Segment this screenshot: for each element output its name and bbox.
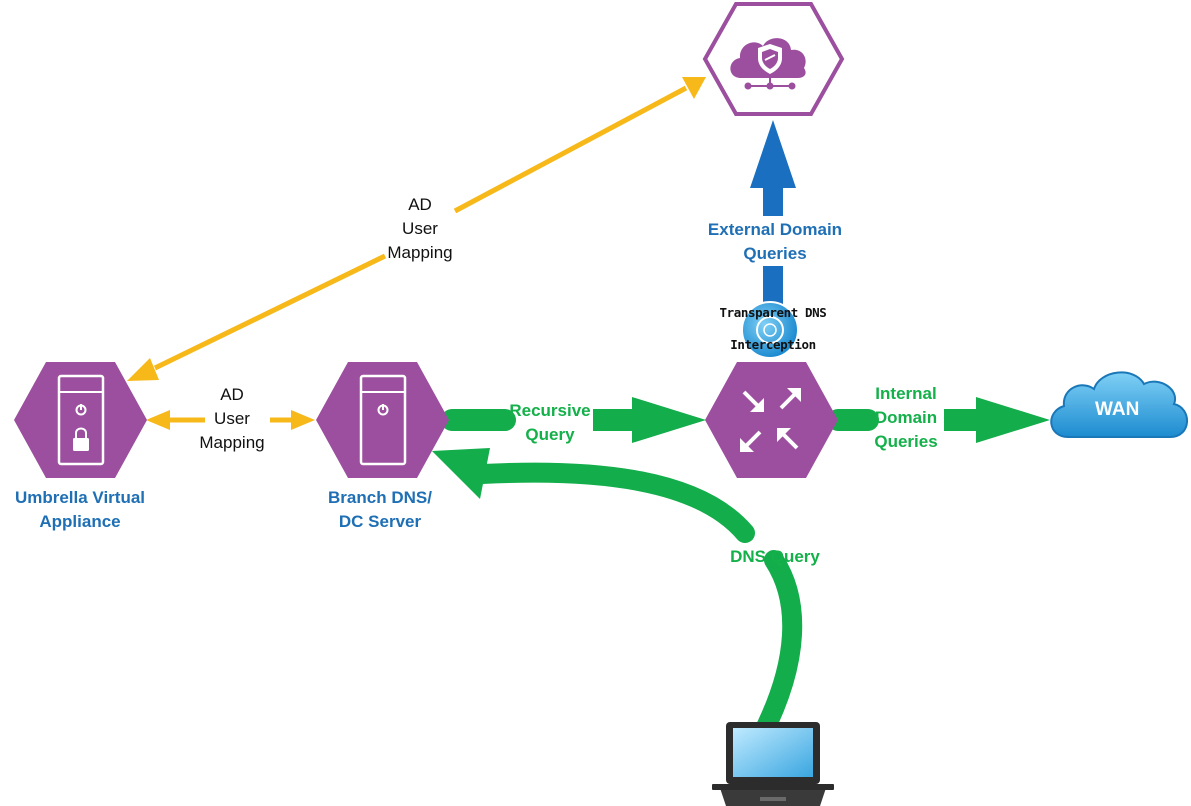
shield-cloud-icon bbox=[730, 38, 806, 90]
internal-queries-line: Domain bbox=[874, 408, 938, 427]
cloud-icon bbox=[1050, 371, 1188, 438]
transparent-dns-line: Interception bbox=[730, 337, 816, 352]
ad-mapping-label-line: Mapping bbox=[387, 243, 453, 262]
router-arrows-icon bbox=[740, 388, 801, 452]
dns-query-line: DNS Query bbox=[730, 547, 820, 566]
dns-badge-icon bbox=[741, 301, 799, 359]
branch-dns-node bbox=[316, 362, 449, 478]
ad-mapping-label-line: Mapping bbox=[199, 433, 265, 452]
transparent-dns-label: Transparent DNS Interception bbox=[708, 297, 838, 361]
external-queries-line: External Domain bbox=[707, 220, 843, 239]
server-icon bbox=[359, 374, 407, 466]
ad-mapping-label-line: User bbox=[402, 219, 438, 238]
dns-query-label: DNS Query bbox=[715, 545, 835, 569]
branch-dns-line: DC Server bbox=[338, 512, 422, 531]
recursive-query-label: Recursive Query bbox=[495, 399, 605, 447]
internal-query-arrow bbox=[827, 397, 1050, 443]
recursive-query-line: Query bbox=[525, 425, 575, 444]
external-queries-line: Queries bbox=[743, 244, 807, 263]
ad-mapping-arrow-top bbox=[127, 77, 706, 381]
umbrella-appliance-line: Appliance bbox=[39, 512, 121, 531]
internal-queries-line: Queries bbox=[874, 432, 938, 451]
external-queries-label: External Domain Queries bbox=[695, 218, 855, 266]
branch-dns-label: Branch DNS/ DC Server bbox=[310, 486, 450, 534]
ad-mapping-arrow-mid bbox=[146, 410, 315, 430]
ad-mapping-label-line: User bbox=[214, 409, 250, 428]
external-query-arrow bbox=[750, 120, 796, 312]
internal-queries-line: Internal bbox=[875, 384, 937, 403]
umbrella-appliance-label: Umbrella Virtual Appliance bbox=[0, 486, 160, 534]
cloud-security-node bbox=[702, 2, 845, 116]
wan-label: WAN bbox=[1095, 399, 1140, 420]
laptop-icon bbox=[712, 722, 834, 806]
umbrella-appliance-line: Umbrella Virtual bbox=[14, 488, 146, 507]
ad-mapping-label-top: AD User Mapping bbox=[375, 193, 465, 265]
internal-queries-label: Internal Domain Queries bbox=[856, 382, 956, 454]
recursive-query-line: Recursive bbox=[509, 401, 591, 420]
ad-mapping-label-mid: AD User Mapping bbox=[187, 383, 277, 455]
dns-query-arrow bbox=[432, 448, 803, 745]
recursive-query-arrow bbox=[441, 397, 706, 443]
ad-mapping-label-line: AD bbox=[408, 195, 432, 214]
umbrella-appliance-node bbox=[14, 362, 147, 478]
server-lock-icon bbox=[57, 374, 105, 466]
ad-mapping-label-line: AD bbox=[220, 385, 244, 404]
transparent-dns-line: Transparent DNS bbox=[719, 305, 827, 320]
branch-dns-line: Branch DNS/ bbox=[328, 488, 432, 507]
router-node bbox=[705, 362, 838, 478]
